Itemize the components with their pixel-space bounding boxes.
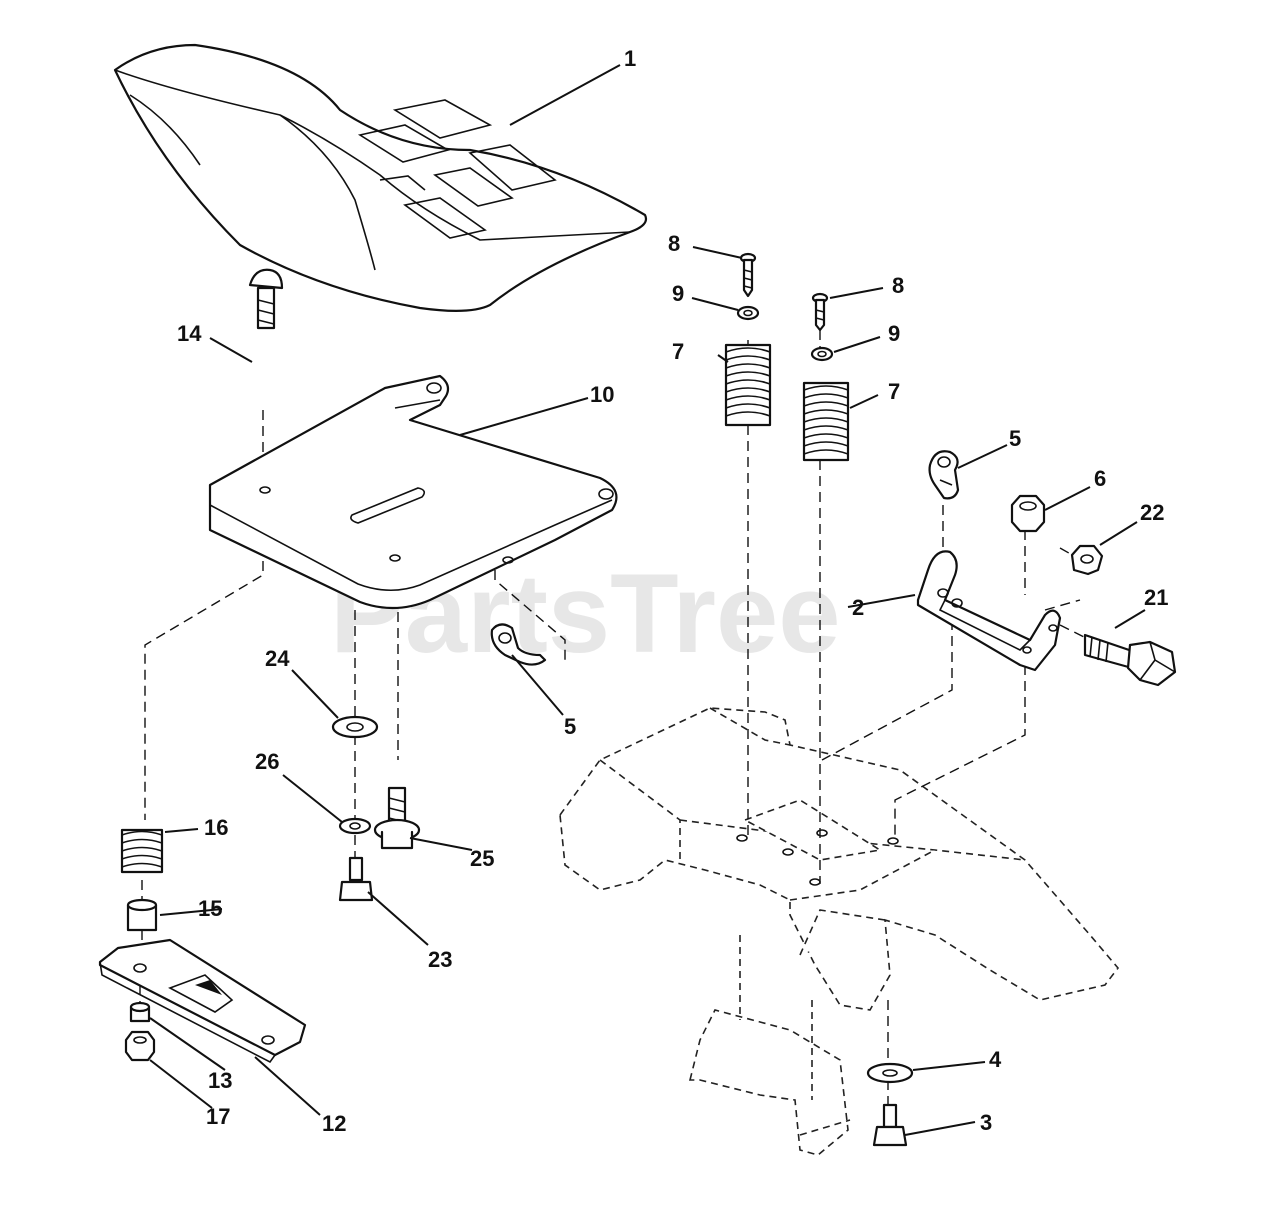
spacer-13 (129, 1001, 151, 1023)
callout-7b: 7 (888, 379, 900, 404)
leader-lines (149, 64, 1146, 1136)
callout-5a: 5 (564, 714, 576, 739)
hex-bolt-3 (872, 1103, 908, 1147)
callout-4: 4 (989, 1047, 1002, 1072)
callout-9a: 9 (672, 281, 684, 306)
hex-bolt-23 (338, 856, 374, 902)
nut-22 (1070, 544, 1104, 576)
washer-9-left (736, 305, 760, 321)
callout-25: 25 (470, 846, 494, 871)
spring-16 (120, 828, 164, 874)
seat-bracket (916, 550, 1062, 672)
callout-17: 17 (206, 1104, 230, 1129)
callout-1: 1 (624, 46, 636, 71)
callout-labels: 1 2 3 4 5 5 6 7 7 8 8 9 9 10 12 13 14 15… (177, 46, 1168, 1136)
washer-4 (866, 1062, 914, 1084)
callout-24: 24 (265, 646, 290, 671)
shoulder-bolt-21 (1083, 633, 1177, 687)
screw-8-right (811, 292, 829, 332)
callout-8a: 8 (668, 231, 680, 256)
shoulder-bolt-25 (373, 786, 421, 850)
callout-14: 14 (177, 321, 202, 346)
spring-7-left (724, 343, 772, 427)
seat-clip-left (490, 623, 547, 666)
bushing-15 (126, 898, 158, 932)
carriage-bolt (248, 268, 284, 330)
pivot-plate (98, 938, 307, 1064)
callout-16: 16 (204, 815, 228, 840)
callout-21: 21 (1144, 585, 1168, 610)
callout-12: 12 (322, 1111, 346, 1136)
callout-3: 3 (980, 1110, 992, 1135)
callout-7a: 7 (672, 339, 684, 364)
callout-2: 2 (852, 595, 864, 620)
nut-17 (124, 1030, 156, 1062)
seat (113, 43, 648, 312)
callout-23: 23 (428, 947, 452, 972)
spring-7-right (802, 381, 850, 462)
callout-13: 13 (208, 1068, 232, 1093)
washer-24 (331, 715, 379, 739)
seat-clip-right (928, 450, 960, 500)
callout-10: 10 (590, 382, 614, 407)
callout-15: 15 (198, 896, 222, 921)
callout-5b: 5 (1009, 426, 1021, 451)
callout-26: 26 (255, 749, 279, 774)
washer-9-right (810, 346, 834, 362)
callout-8b: 8 (892, 273, 904, 298)
nut-6 (1010, 494, 1046, 533)
washer-26 (338, 817, 372, 835)
seat-pan (208, 374, 618, 610)
callout-22: 22 (1140, 500, 1164, 525)
callout-9b: 9 (888, 321, 900, 346)
screw-8-left (739, 252, 757, 298)
tractor-frame (559, 707, 1120, 1156)
callout-6: 6 (1094, 466, 1106, 491)
